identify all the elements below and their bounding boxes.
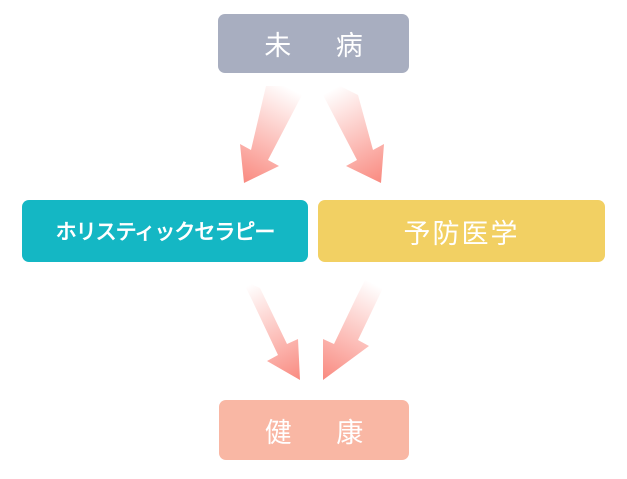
arrow-right-to-bottom: [323, 280, 383, 380]
arrow-top-to-right: [323, 86, 384, 183]
node-kenkou-label: 健 康: [264, 417, 382, 449]
arrow-top-to-left: [240, 86, 302, 183]
node-holistic-therapy-label: ホリスティックセラピー: [55, 220, 276, 244]
node-preventive-medicine-label: 予防医学: [403, 218, 520, 250]
node-preventive-medicine: 予防医学: [318, 200, 605, 262]
node-mibyou: 未 病: [218, 14, 409, 73]
node-holistic-therapy: ホリスティックセラピー: [22, 200, 308, 262]
arrow-left-to-bottom: [242, 280, 300, 380]
node-mibyou-label: 未 病: [264, 31, 381, 62]
node-kenkou: 健 康: [219, 400, 409, 460]
